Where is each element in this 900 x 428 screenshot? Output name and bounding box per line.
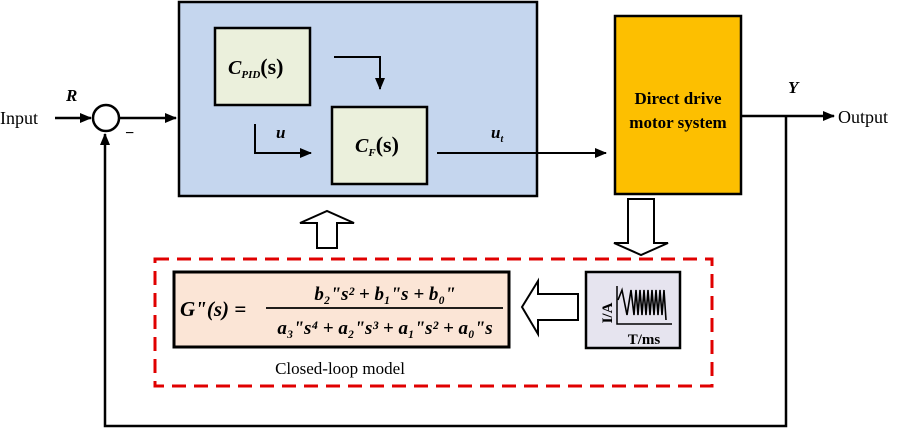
pid-arg: (s): [260, 54, 283, 79]
identification-region: [153, 257, 714, 388]
pid-subscript: PID: [241, 69, 260, 81]
current-response-plot[interactable]: I/A T/ms: [584, 270, 682, 350]
update-controller-arrow: [299, 209, 355, 249]
pid-symbol: C: [228, 57, 242, 79]
svg-text:CPID(s): CPID(s): [228, 54, 284, 81]
measure-arrow: [613, 198, 669, 257]
u-label: u: [276, 123, 285, 142]
ut-label: u: [491, 123, 500, 142]
pid-to-filter-arrow: [334, 56, 385, 90]
pid-controller-block[interactable]: CPID(s): [213, 26, 312, 107]
filter-subscript: F: [367, 147, 376, 159]
feedback-path: [100, 116, 788, 428]
plant-label-line1: Direct drive: [634, 89, 721, 108]
summing-junction[interactable]: [91, 103, 121, 133]
filter-arg: (s): [376, 132, 399, 157]
output-signal-label: Y: [788, 78, 800, 97]
plant-label-line2: motor system: [629, 113, 726, 132]
model-denominator: a₃"s⁴ + a₂"s³ + a₁"s² + a₀"s: [277, 318, 492, 339]
model-numerator: b₂"s² + b₁"s + b₀": [314, 284, 455, 305]
plant-block[interactable]: Direct drive motor system: [613, 14, 743, 196]
output-label: Output: [838, 107, 888, 127]
reference-label: R: [65, 86, 77, 105]
identify-arrow: [520, 277, 579, 338]
ut-subscript: t: [500, 134, 504, 145]
plot-xlabel: T/ms: [628, 332, 661, 348]
plot-ylabel: I/A: [600, 302, 616, 323]
svg-text:CF(s): CF(s): [355, 132, 399, 159]
closed-loop-model-equation[interactable]: G"(s) = b₂"s² + b₁"s + b₀" a₃"s⁴ + a₂"s³…: [172, 270, 511, 349]
model-caption: Closed-loop model: [275, 359, 405, 378]
filter-symbol: C: [355, 135, 369, 157]
filter-block[interactable]: CF(s): [330, 105, 429, 186]
minus-sign: −: [125, 125, 134, 142]
input-label: Input: [0, 108, 38, 128]
svg-text:ut: ut: [491, 123, 504, 145]
model-lhs: G"(s) =: [180, 297, 246, 321]
plot-axes: [616, 286, 672, 325]
current-waveform: [617, 287, 667, 321]
u-arrow: [254, 124, 312, 158]
